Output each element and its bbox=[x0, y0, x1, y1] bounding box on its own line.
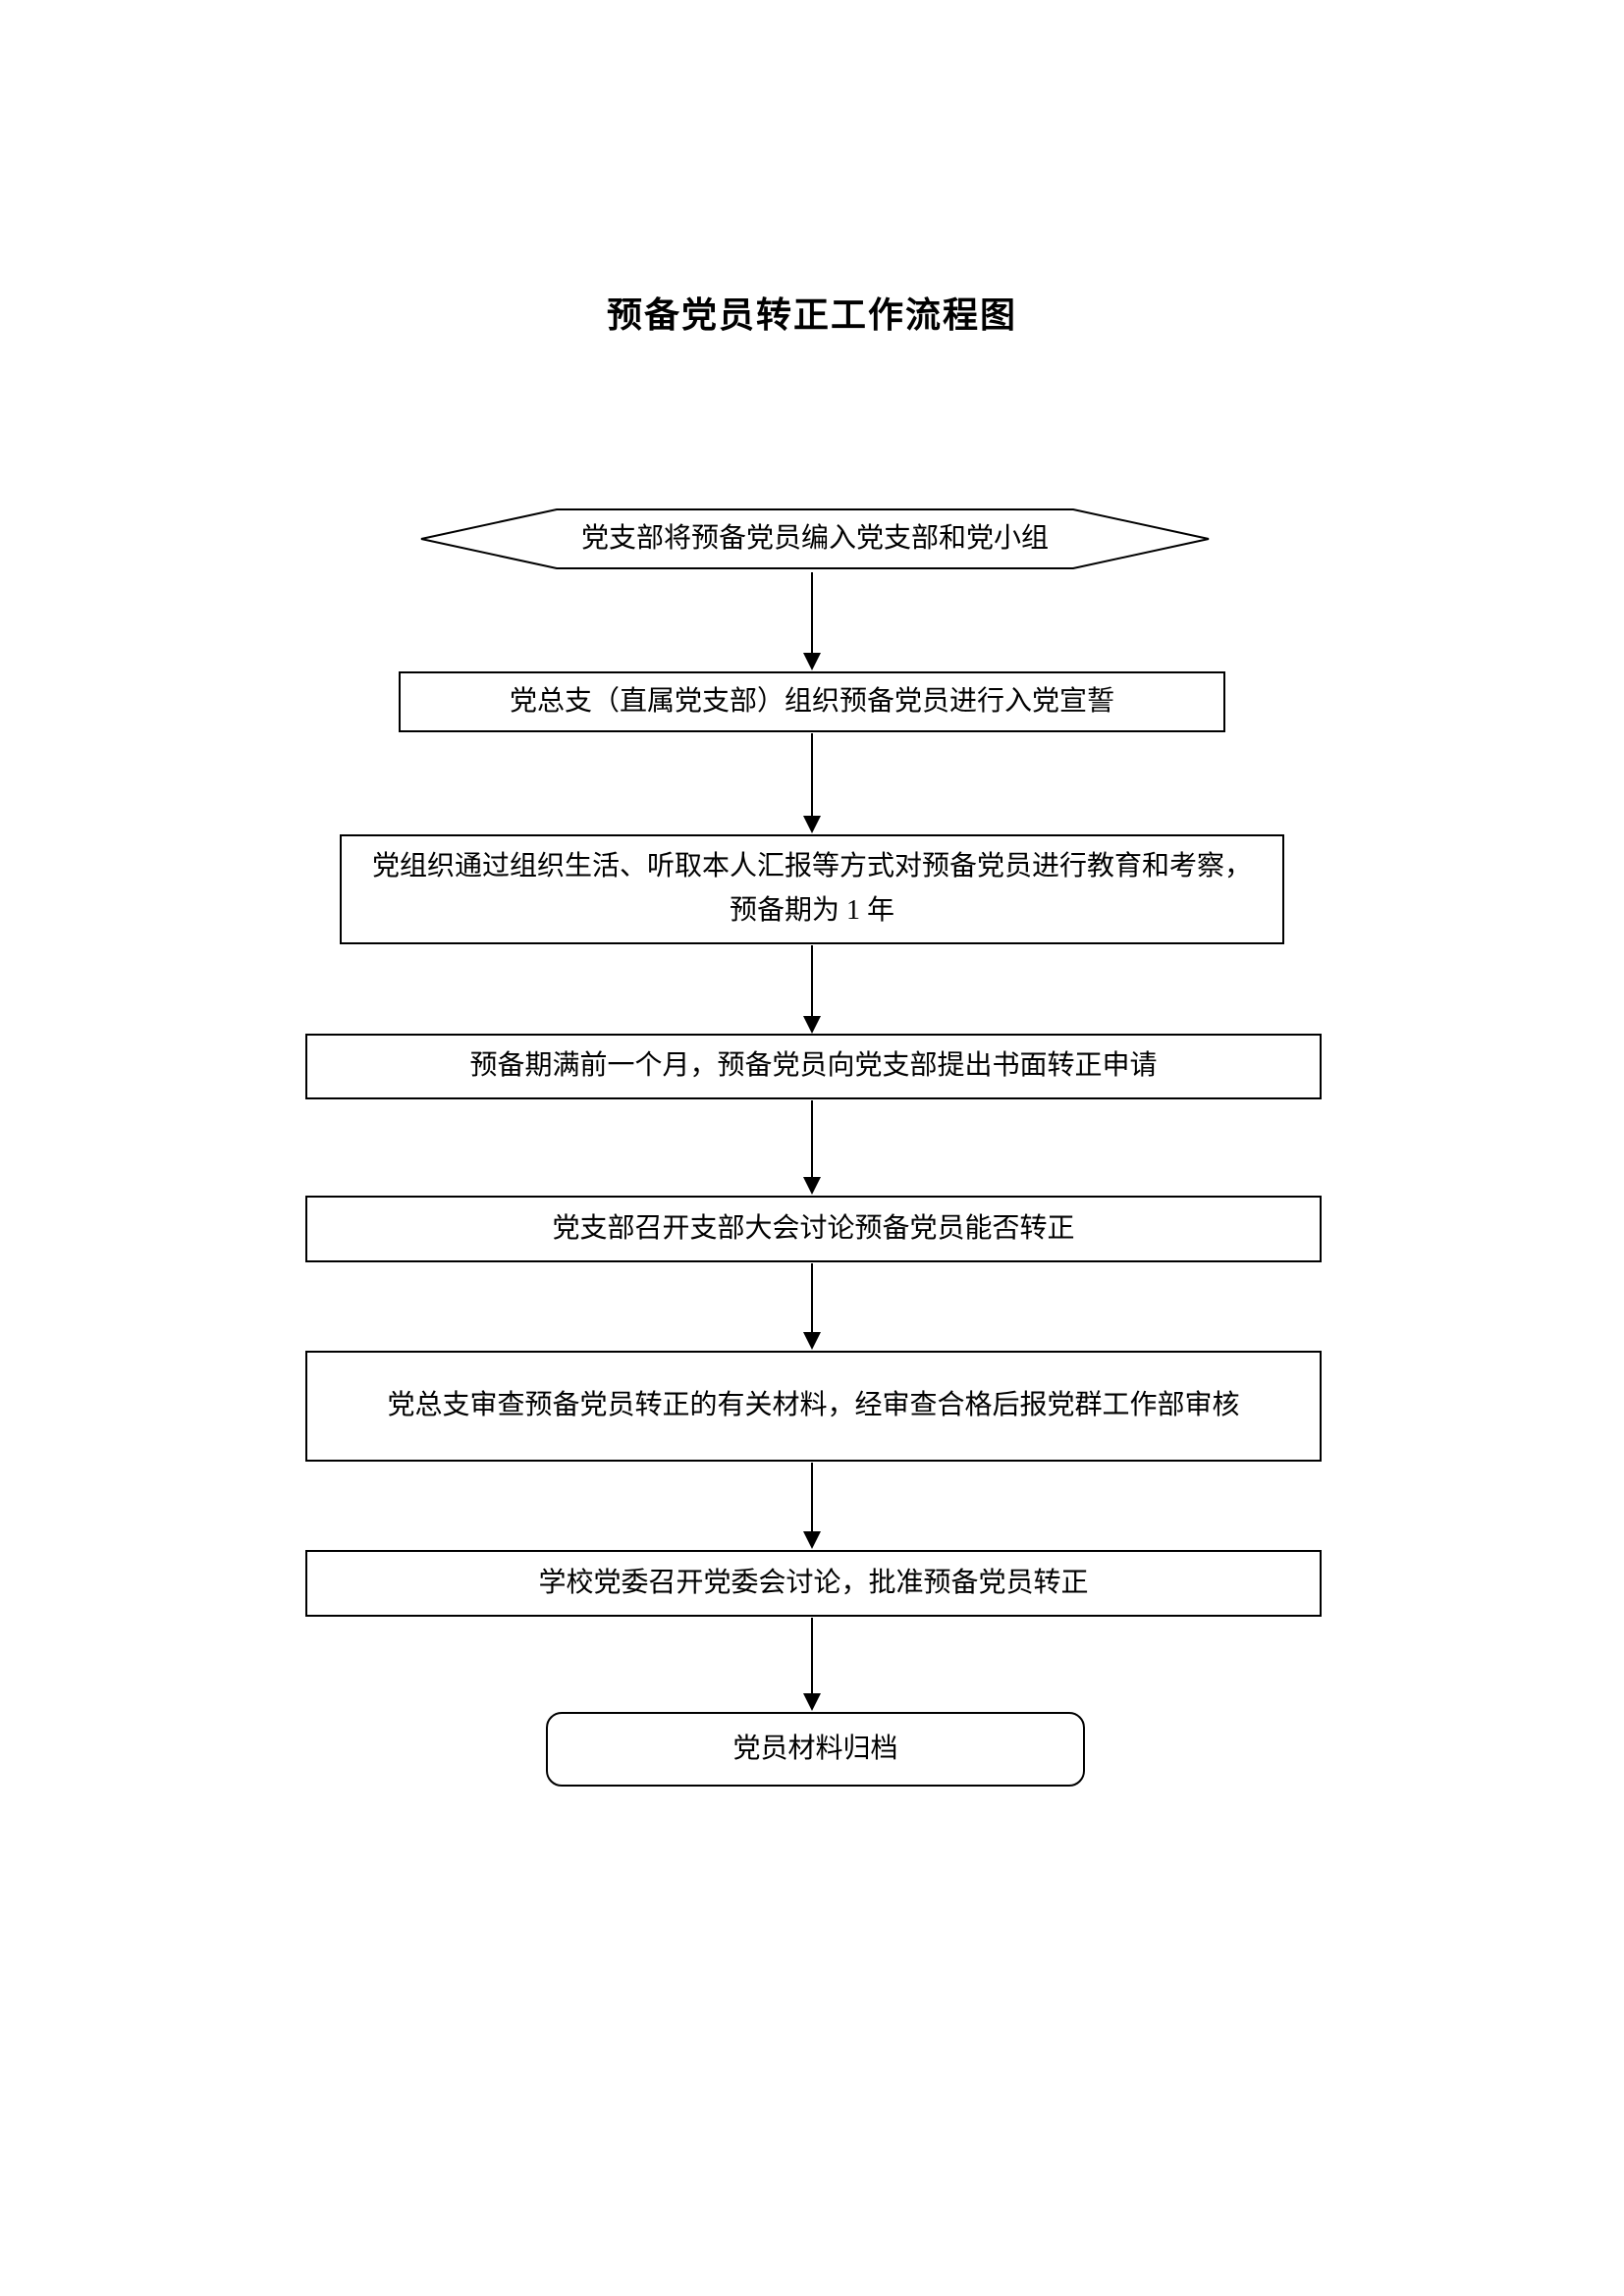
step-written-application: 预备期满前一个月，预备党员向党支部提出书面转正申请 bbox=[305, 1034, 1322, 1099]
step-committee-approval: 学校党委召开党委会讨论，批准预备党员转正 bbox=[305, 1550, 1322, 1617]
arrow-head-icon bbox=[803, 1332, 821, 1350]
arrow-line bbox=[811, 945, 813, 1018]
step-education-inspection-label: 党组织通过组织生活、听取本人汇报等方式对预备党员进行教育和考察，预备期为 1 年 bbox=[371, 851, 1252, 926]
flow-arrow-5 bbox=[800, 1263, 824, 1350]
arrow-line bbox=[811, 733, 813, 818]
step-general-branch-review-label: 党总支审查预备党员转正的有关材料，经审查合格后报党群工作部审核 bbox=[387, 1390, 1240, 1421]
step-branch-meeting-label: 党支部召开支部大会讨论预备党员能否转正 bbox=[552, 1212, 1075, 1244]
arrow-head-icon bbox=[803, 816, 821, 833]
step-oath: 党总支（直属党支部）组织预备党员进行入党宣誓 bbox=[399, 671, 1225, 732]
arrow-line bbox=[811, 572, 813, 655]
flow-arrow-2 bbox=[800, 733, 824, 833]
flow-arrow-1 bbox=[800, 572, 824, 670]
arrow-head-icon bbox=[803, 1177, 821, 1195]
arrow-head-icon bbox=[803, 1016, 821, 1034]
arrow-line bbox=[811, 1263, 813, 1334]
arrow-line bbox=[811, 1618, 813, 1695]
page-title: 预备党员转正工作流程图 bbox=[606, 295, 1017, 335]
step-committee-approval-label: 学校党委召开党委会讨论，批准预备党员转正 bbox=[538, 1567, 1089, 1598]
step-branch-meeting: 党支部召开支部大会讨论预备党员能否转正 bbox=[305, 1196, 1322, 1262]
hexagon-shape bbox=[420, 508, 1210, 569]
step-general-branch-review: 党总支审查预备党员转正的有关材料，经审查合格后报党群工作部审核 bbox=[305, 1351, 1322, 1462]
step-written-application-label: 预备期满前一个月，预备党员向党支部提出书面转正申请 bbox=[469, 1050, 1158, 1082]
flow-arrow-3 bbox=[800, 945, 824, 1034]
arrow-line bbox=[811, 1100, 813, 1179]
step-archive: 党员材料归档 bbox=[546, 1712, 1085, 1787]
arrow-line bbox=[811, 1463, 813, 1533]
arrow-head-icon bbox=[803, 1693, 821, 1711]
step-oath-label: 党总支（直属党支部）组织预备党员进行入党宣誓 bbox=[509, 685, 1114, 717]
step-assign-to-branch: 党支部将预备党员编入党支部和党小组 bbox=[419, 507, 1211, 570]
flow-arrow-7 bbox=[800, 1618, 824, 1711]
arrow-head-icon bbox=[803, 1531, 821, 1549]
arrow-head-icon bbox=[803, 653, 821, 670]
step-archive-label: 党员材料归档 bbox=[732, 1733, 898, 1764]
step-education-inspection: 党组织通过组织生活、听取本人汇报等方式对预备党员进行教育和考察，预备期为 1 年 bbox=[340, 834, 1284, 944]
flow-arrow-4 bbox=[800, 1100, 824, 1195]
flow-arrow-6 bbox=[800, 1463, 824, 1549]
step-assign-to-branch-label: 党支部将预备党员编入党支部和党小组 bbox=[580, 522, 1049, 554]
